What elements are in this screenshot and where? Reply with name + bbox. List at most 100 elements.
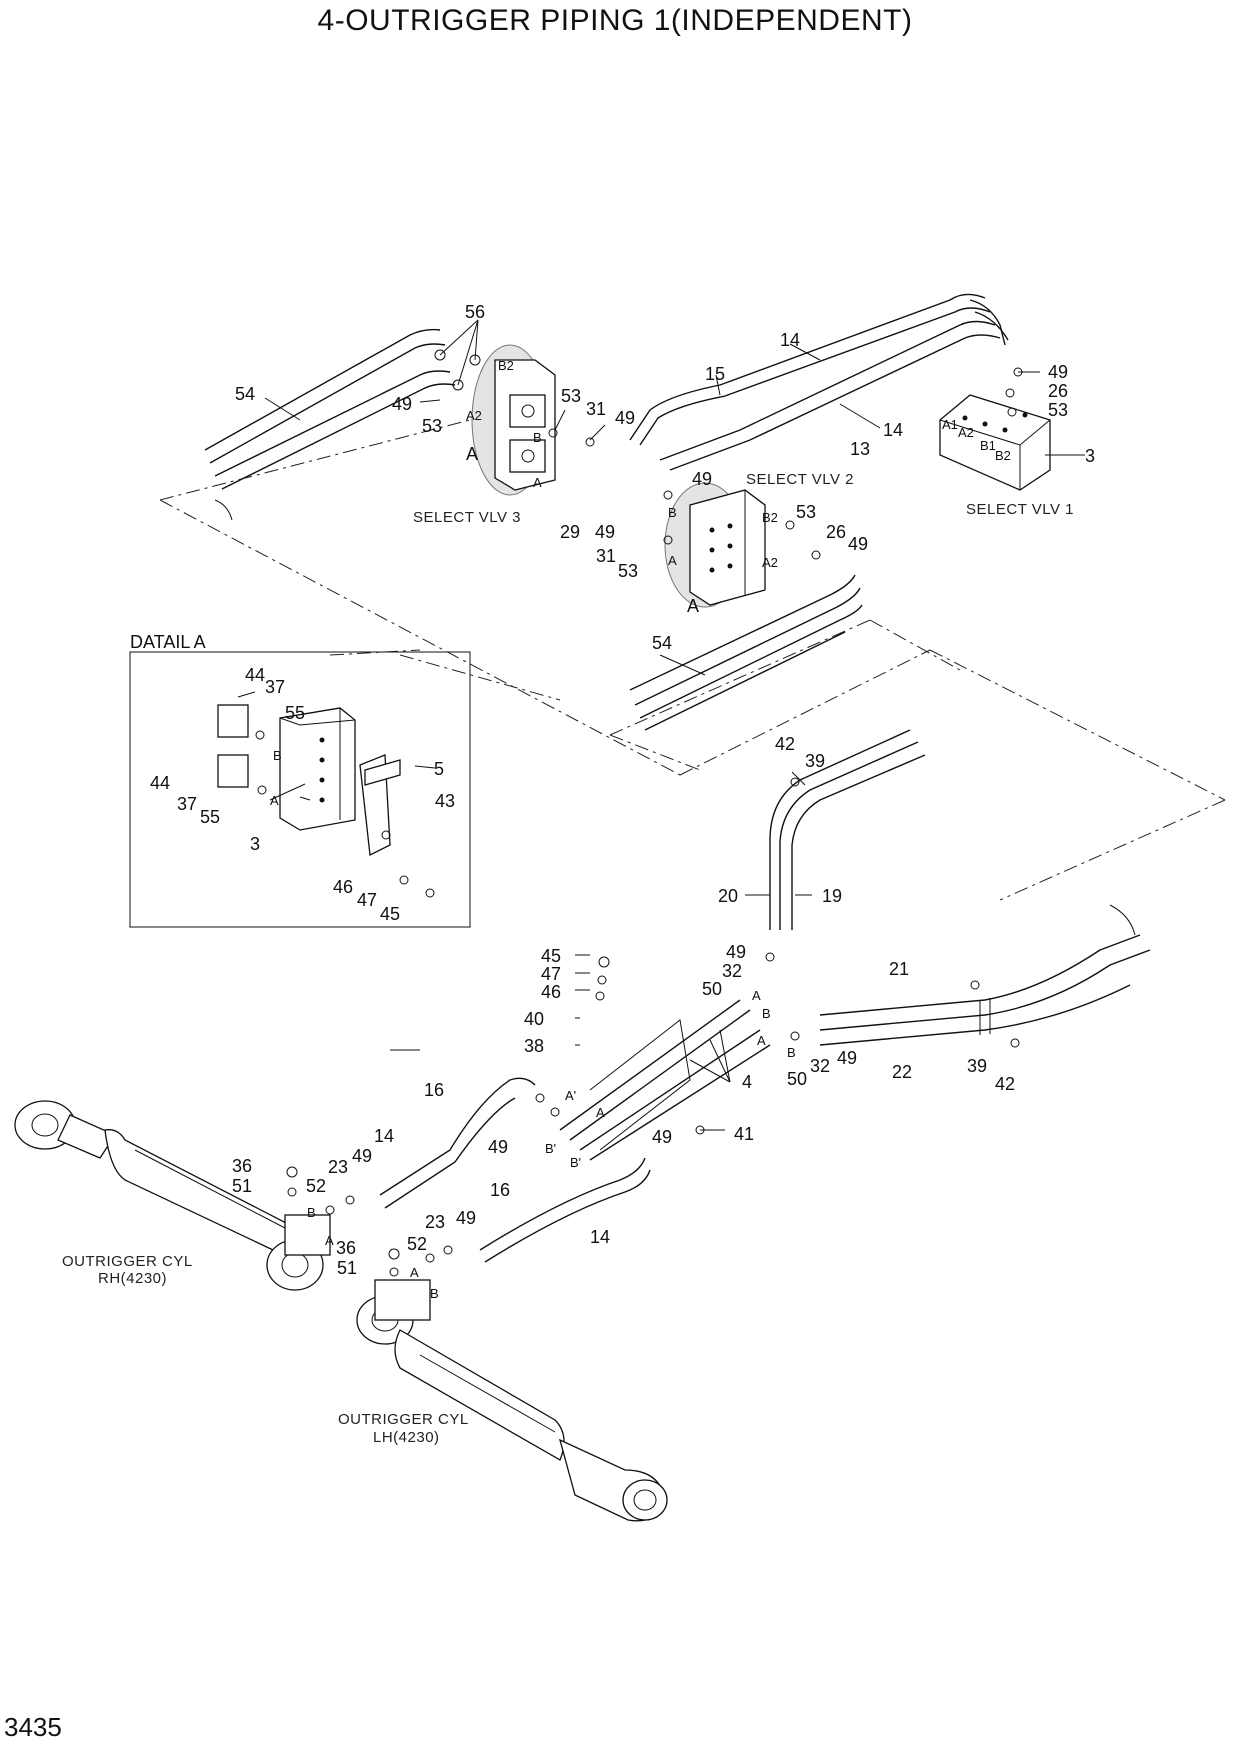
cylinder-hoses [379, 1077, 651, 1263]
callout-number: 36 [336, 1238, 356, 1258]
callout-number: 52 [306, 1176, 326, 1196]
port-label: B [787, 1045, 796, 1060]
callout-number: 45 [541, 946, 561, 966]
callout-number: 39 [805, 751, 825, 771]
callout-number: 49 [615, 408, 635, 428]
callout-number: 16 [424, 1080, 444, 1100]
callout-number: 31 [586, 399, 606, 419]
callout-number: 50 [787, 1069, 807, 1089]
callout-number: 32 [810, 1056, 830, 1076]
callout-number: 39 [967, 1056, 987, 1076]
page-number: 3435 [4, 1712, 62, 1742]
callout-number: 29 [560, 522, 580, 542]
callout-number: 47 [541, 964, 561, 984]
callout-number: 54 [235, 384, 255, 404]
port-labels: B2 A2 B A A1 A2 B1 B2 B2 B A A2 B A A B … [270, 358, 1011, 1301]
callouts-top: 56 54 49 53 53 31 49 15 14 14 13 49 26 5… [235, 302, 1095, 653]
callout-number: 56 [465, 302, 485, 322]
port-label: B [668, 505, 677, 520]
port-label: A2 [466, 408, 482, 423]
mid-hose-bundle [629, 574, 863, 731]
callout-number: 49 [848, 534, 868, 554]
note-label: SELECT VLV 1 [966, 501, 1074, 518]
note-label: OUTRIGGER CYL [338, 1411, 469, 1428]
port-label: B [762, 1006, 771, 1021]
outrigger-cylinder-lh [356, 1279, 668, 1522]
detail-markers: A A [466, 444, 699, 616]
detail-marker: A [687, 596, 699, 616]
port-label: B' [545, 1141, 556, 1156]
callout-number: 45 [380, 904, 400, 924]
port-label: B2 [498, 358, 514, 373]
callout-number: 40 [524, 1009, 544, 1029]
select-valve-3 [471, 344, 556, 496]
callout-number: 44 [245, 665, 265, 685]
port-label: B [430, 1286, 439, 1301]
callout-number: 38 [524, 1036, 544, 1056]
callout-number: 51 [337, 1258, 357, 1278]
callout-number: 49 [488, 1137, 508, 1157]
page-title: 4-OUTRIGGER PIPING 1(INDEPENDENT) [317, 4, 913, 37]
callout-number: 26 [1048, 381, 1068, 401]
note-label: LH(4230) [373, 1429, 440, 1446]
callout-number: 52 [407, 1234, 427, 1254]
callout-number: 3 [1085, 446, 1095, 466]
callout-number: 14 [374, 1126, 394, 1146]
note-label: RH(4230) [98, 1270, 167, 1287]
callouts-bottom: 42 39 20 19 45 47 46 40 38 49 32 50 21 2… [232, 734, 1015, 1278]
port-label: B1 [980, 438, 996, 453]
port-label: A [533, 475, 542, 490]
port-label: B [273, 748, 282, 763]
callout-number: 13 [850, 439, 870, 459]
callout-number: 31 [596, 546, 616, 566]
callout-number: 23 [425, 1212, 445, 1232]
callout-number: 46 [333, 877, 353, 897]
note-label: DATAIL A [130, 632, 206, 652]
callout-number: 42 [995, 1074, 1015, 1094]
callout-number: 3 [250, 834, 260, 854]
port-label: A [752, 988, 761, 1003]
callout-number: 37 [265, 677, 285, 697]
detail-marker: A [466, 444, 478, 464]
outrigger-cylinder-rh [14, 1100, 331, 1291]
port-label: A1 [942, 417, 958, 432]
port-label: B' [570, 1155, 581, 1170]
callouts-detail-a: 44 37 55 5 43 44 37 55 3 46 47 45 [150, 665, 455, 924]
callout-number: 46 [541, 982, 561, 1002]
callout-number: 50 [702, 979, 722, 999]
leader-lines [237, 319, 1085, 1131]
port-label: A [668, 553, 677, 568]
callout-number: 53 [1048, 400, 1068, 420]
callout-number: 49 [1048, 362, 1068, 382]
fittings [255, 349, 1023, 1277]
callout-number: 14 [780, 330, 800, 350]
callout-number: 36 [232, 1156, 252, 1176]
callout-number: 55 [285, 703, 305, 723]
callout-number: 14 [883, 420, 903, 440]
callout-number: 43 [435, 791, 455, 811]
callout-number: 51 [232, 1176, 252, 1196]
callout-number: 44 [150, 773, 170, 793]
port-label: A [757, 1033, 766, 1048]
callout-number: 49 [595, 522, 615, 542]
note-label: SELECT VLV 2 [746, 471, 854, 488]
port-label: A2 [762, 555, 778, 570]
callout-number: 49 [837, 1048, 857, 1068]
port-label: A [325, 1233, 334, 1248]
reference-lines [159, 419, 1226, 901]
port-label: B [307, 1205, 316, 1220]
callout-number: 49 [652, 1127, 672, 1147]
callout-number: 19 [822, 886, 842, 906]
callout-number: 54 [652, 633, 672, 653]
callout-number: 53 [618, 561, 638, 581]
port-label: B2 [995, 448, 1011, 463]
callout-number: 49 [692, 469, 712, 489]
callout-number: 26 [826, 522, 846, 542]
callout-number: 22 [892, 1062, 912, 1082]
select-valve-2 [664, 482, 766, 608]
port-label: A [596, 1105, 605, 1120]
callout-number: 49 [352, 1146, 372, 1166]
callout-number: 49 [456, 1208, 476, 1228]
port-label: A [410, 1265, 419, 1280]
note-label: SELECT VLV 3 [413, 509, 521, 526]
